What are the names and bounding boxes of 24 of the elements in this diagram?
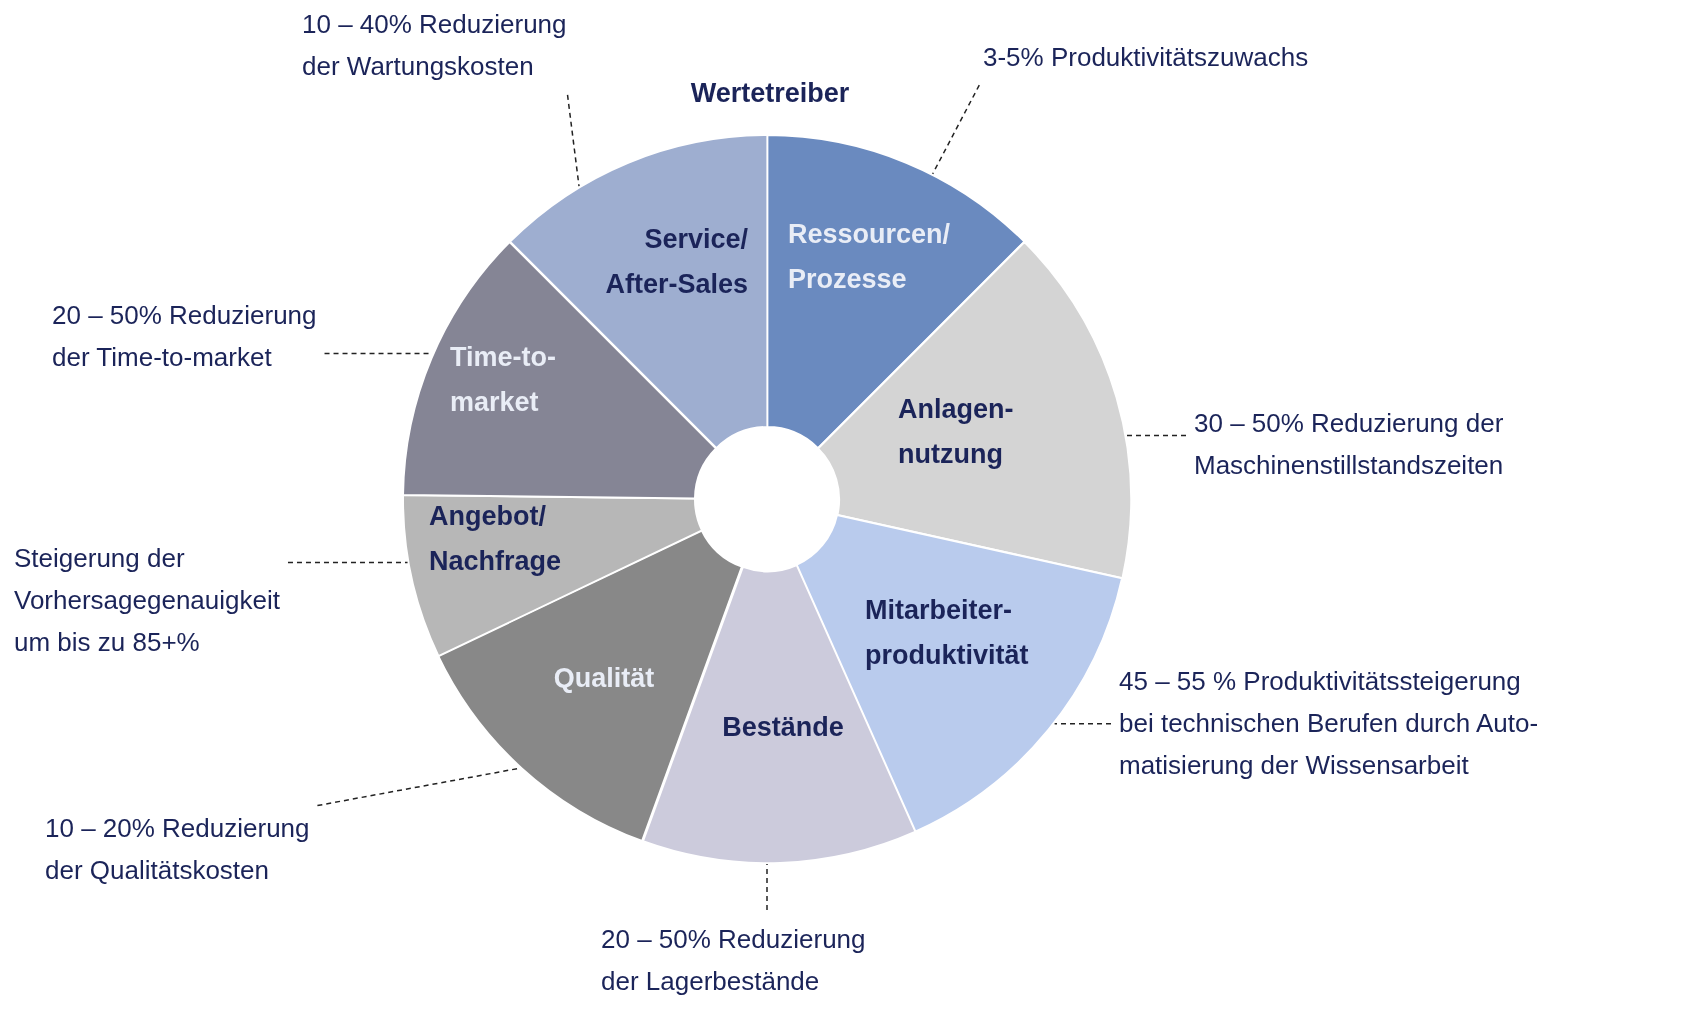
segment-label: Bestände <box>722 711 844 744</box>
segment-label: Anlagen- nutzung <box>898 393 1014 471</box>
leader-line <box>566 94 580 187</box>
segment-label: Qualität <box>553 662 655 695</box>
callout-text: 3-5% Produktivitätszuwachs <box>983 36 1309 78</box>
diagram-title: Wertetreiber <box>690 78 850 109</box>
leader-line <box>766 863 768 911</box>
callout-text: Steigerung der Vorhersagegenauigkeit um bis zu 85+% <box>14 537 280 663</box>
segment-label: Time-to- market <box>450 341 556 419</box>
callout-text: 10 – 40% Reduzierung der Wartungskosten <box>302 3 567 87</box>
callout-text: 45 – 55 % Produktivitätssteigerung bei technischen Berufen durch Auto- matisierung der Wissensarbeit <box>1119 660 1539 786</box>
segment-label: Service/ After-Sales <box>605 223 748 301</box>
callout-text: 30 – 50% Reduzierung der Maschinenstillstandszeiten <box>1194 402 1504 486</box>
leader-line <box>287 561 409 564</box>
segment-label: Mitarbeiter- produktivität <box>865 594 1029 672</box>
callout-text: 20 – 50% Reduzierung der Lagerbestände <box>601 918 866 1002</box>
segment-label: Angebot/ Nachfrage <box>429 500 562 578</box>
callout-text: 20 – 50% Reduzierung der Time-to-market <box>52 294 317 378</box>
callout-text: 10 – 20% Reduzierung der Qualitätskosten <box>45 807 310 891</box>
leader-line <box>1125 434 1187 437</box>
segment-label: Ressourcen/ Prozesse <box>788 218 951 296</box>
leader-line <box>1053 722 1112 725</box>
donut-segment <box>403 494 702 656</box>
leader-line <box>931 84 981 175</box>
